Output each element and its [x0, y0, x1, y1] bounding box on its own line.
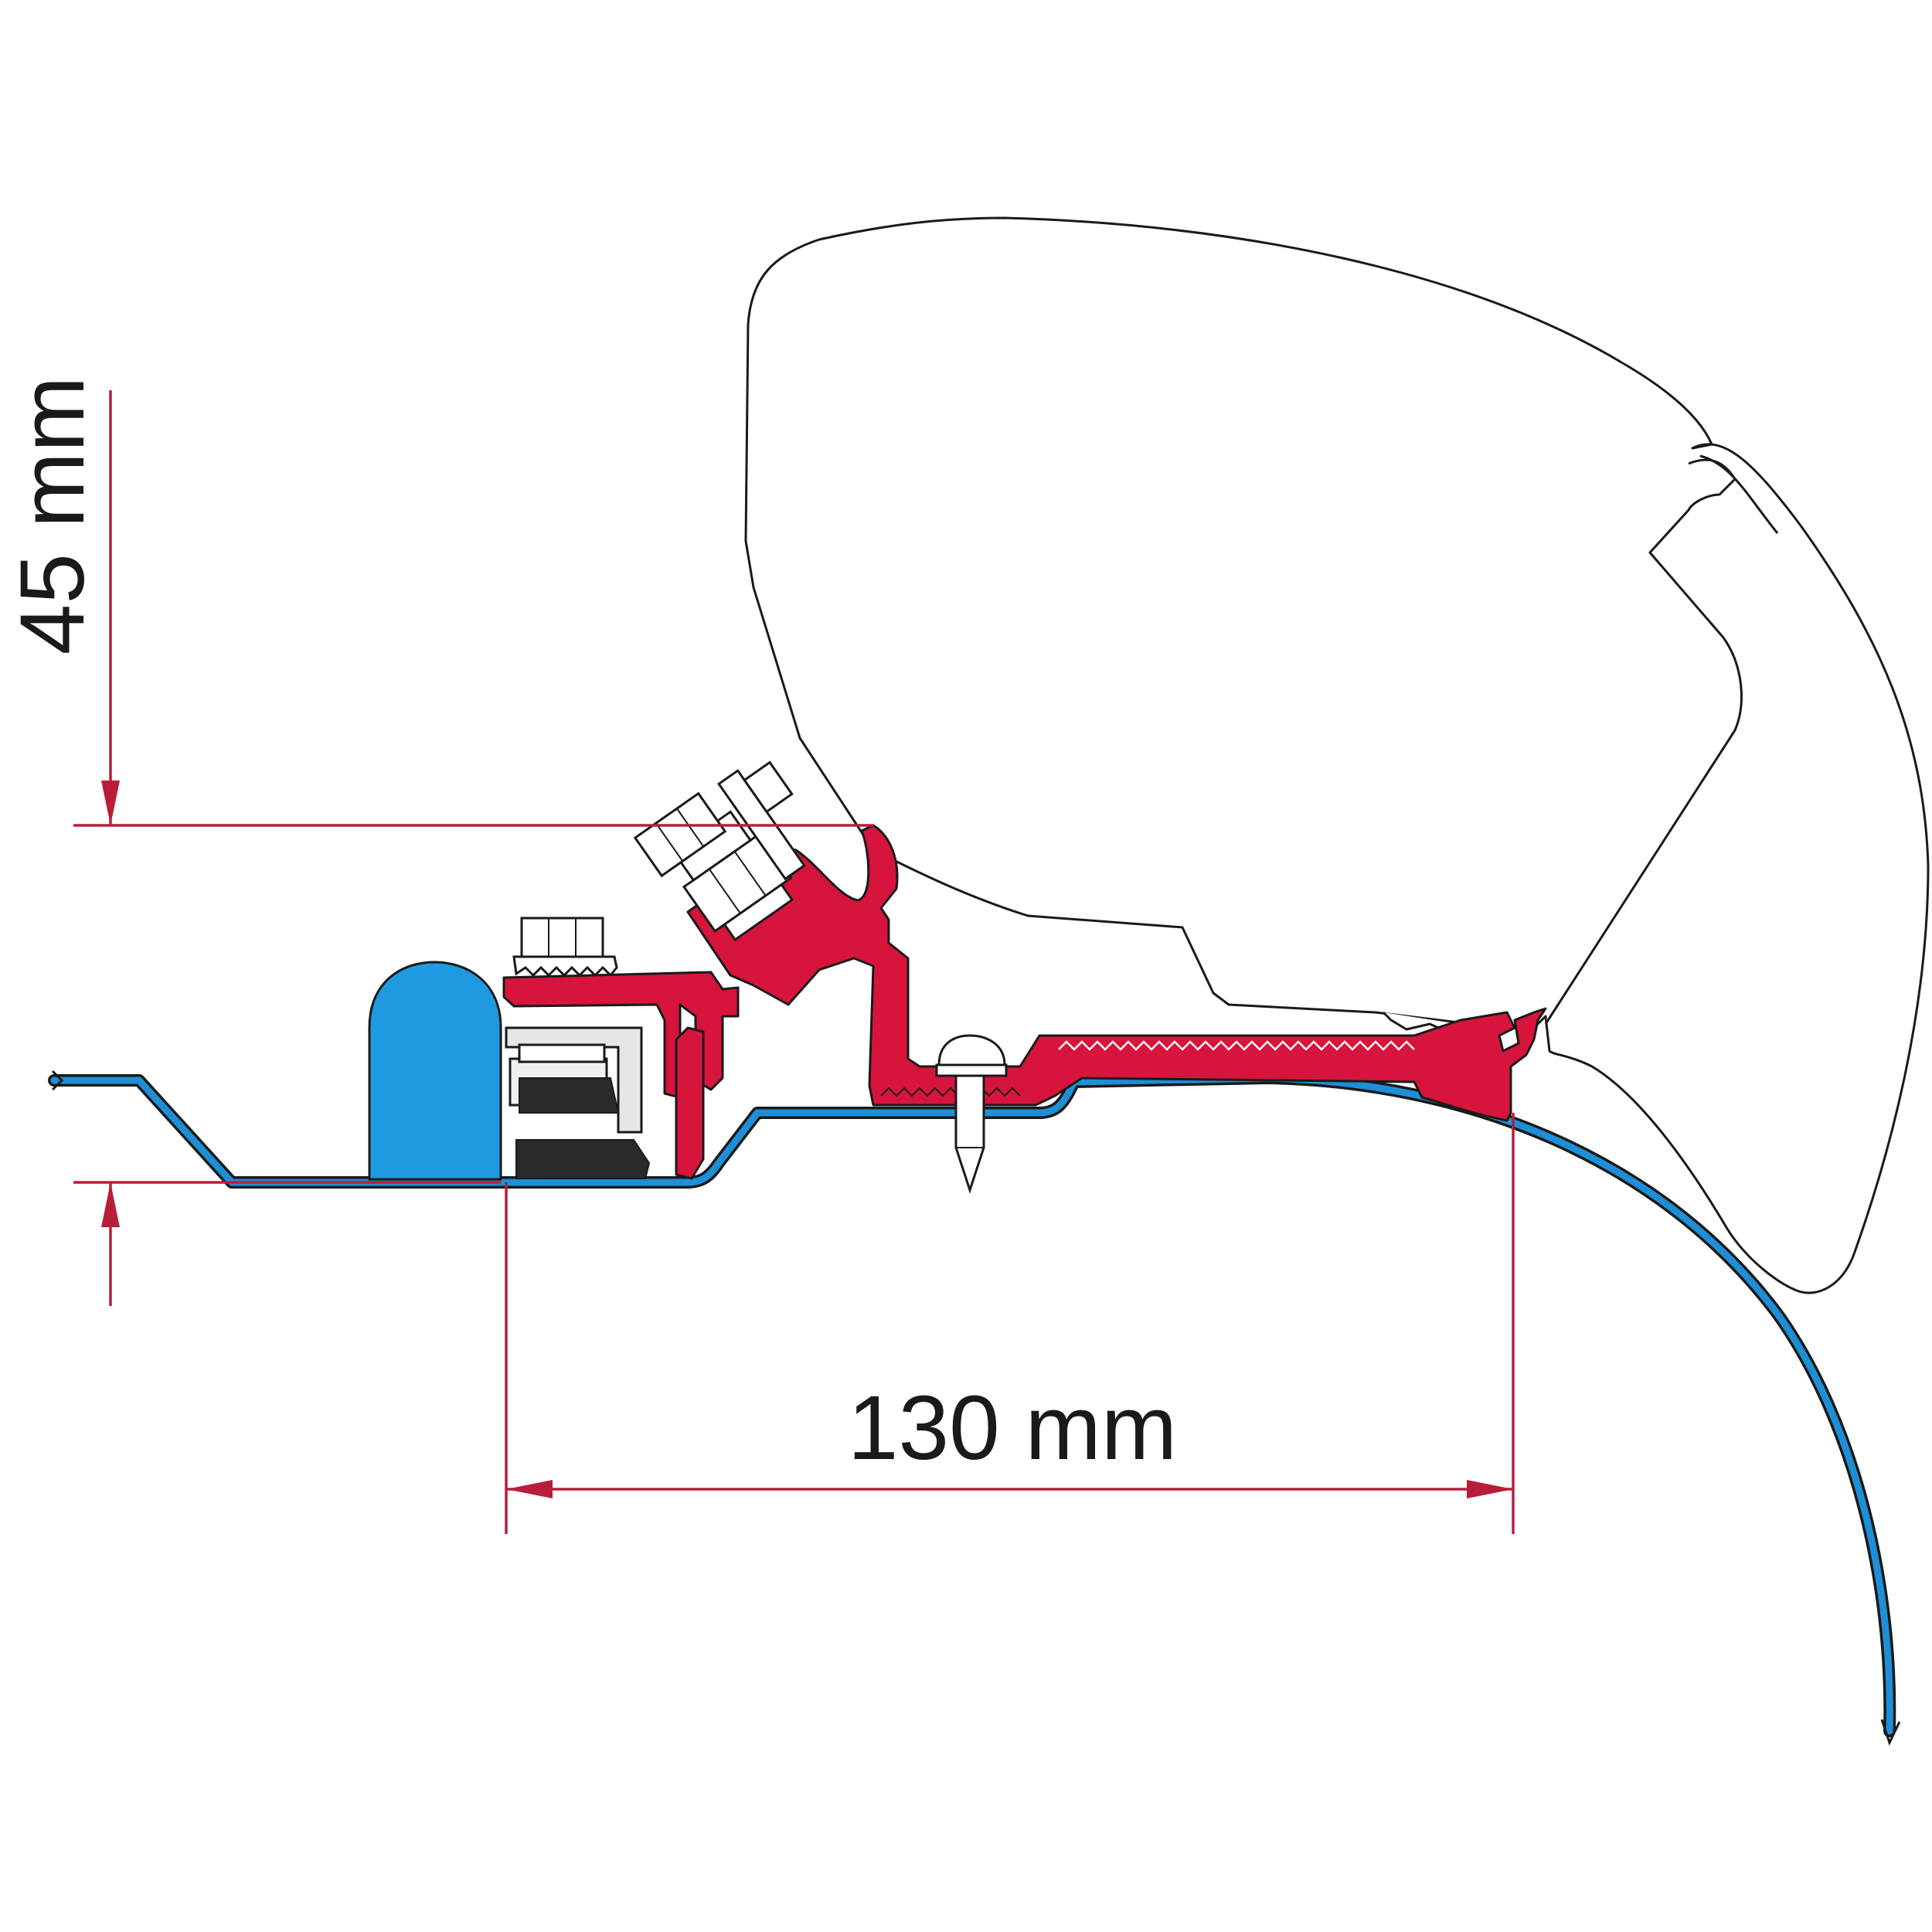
height-label: 45 mm: [2, 376, 104, 655]
adapter-serration-lower: [880, 1087, 1021, 1097]
dimension-height: 45 mm: [2, 376, 873, 1306]
adapter-angle-bracket: [686, 824, 1547, 1122]
awning-housing: [744, 216, 1930, 1294]
clamp-bolt: [512, 917, 618, 978]
adapter-serration: [1058, 1040, 1415, 1051]
break-mark-left: [51, 1070, 64, 1091]
awning-inner-profile: [1544, 458, 1743, 1025]
awning-inner-profile-2: [1699, 454, 1779, 534]
angled-bolt-head: [633, 791, 727, 878]
dimension-width: 130 mm: [505, 1113, 1515, 1534]
width-label: 130 mm: [848, 1377, 1177, 1479]
clamp-bracket: [505, 1026, 643, 1134]
width-arrow-right: [1467, 1480, 1513, 1498]
end-cap: [368, 961, 502, 1181]
vehicle-roof: [50, 1074, 1893, 1735]
width-arrow-left: [506, 1480, 553, 1498]
clamp-nut: [518, 1043, 606, 1063]
roof-screw: [935, 1034, 1008, 1194]
break-mark-right: [1880, 1719, 1901, 1746]
height-arrow-top: [101, 781, 120, 825]
adapter-riser: [675, 1026, 705, 1180]
gasket-lower: [515, 1139, 651, 1179]
height-arrow-bottom: [101, 1182, 120, 1227]
gasket-upper: [519, 1077, 620, 1114]
